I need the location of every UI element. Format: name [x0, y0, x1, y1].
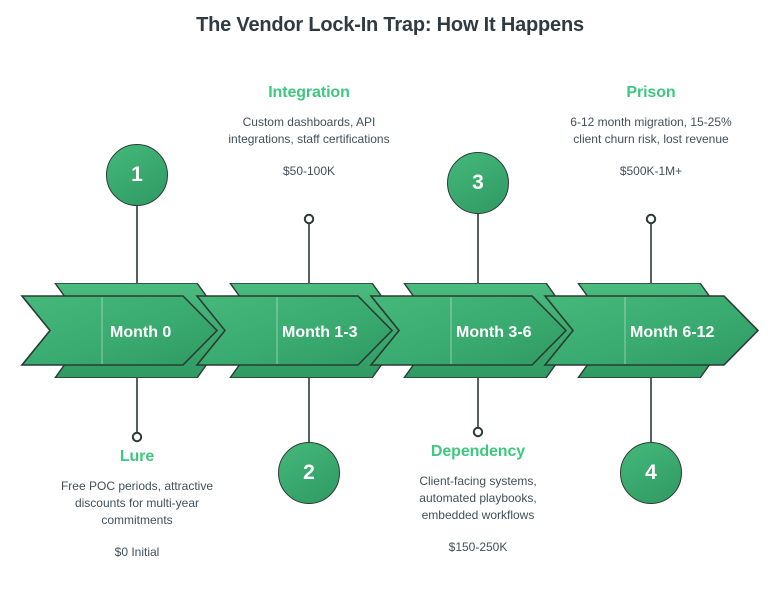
stage-block-integration[interactable]: Integration Custom dashboards, API integ…: [214, 84, 404, 178]
segment-label-2: Month 1-3: [282, 324, 358, 341]
timeline-node-4[interactable]: 4: [620, 442, 682, 504]
timeline-node-1[interactable]: 1: [106, 144, 168, 206]
segment-label-3: Month 3-6: [456, 324, 532, 341]
chevron-seams: [101, 297, 626, 364]
timeline-node-2[interactable]: 2: [278, 442, 340, 504]
stage-cost-dependency: $150-250K: [448, 540, 508, 554]
stage-description-prison: 6-12 month migration, 15-25% client chur…: [570, 115, 732, 146]
stage-cost-lure: $0 Initial: [114, 545, 160, 559]
stage-heading-integration: Integration: [268, 84, 350, 101]
page-title: The Vendor Lock-In Trap: How It Happens: [196, 14, 584, 36]
stage-description-integration: Custom dashboards, API integrations, sta…: [228, 115, 390, 146]
timeline-node-3[interactable]: 3: [447, 152, 509, 214]
stage-description-dependency: Client-facing systems, automated playboo…: [419, 474, 537, 522]
stage-description-lure: Free POC periods, attractive discounts f…: [60, 479, 214, 527]
stage-block-prison[interactable]: Prison 6-12 month migration, 15-25% clie…: [561, 84, 741, 178]
segment-label-1: Month 0: [110, 324, 171, 341]
stage-block-dependency[interactable]: Dependency Client-facing systems, automa…: [403, 443, 553, 554]
stage-block-lure[interactable]: Lure Free POC periods, attractive discou…: [42, 448, 232, 559]
stage-heading-lure: Lure: [119, 448, 155, 465]
stage-heading-dependency: Dependency: [430, 443, 526, 460]
stage-heading-prison: Prison: [626, 84, 676, 101]
stage-cost-prison: $500K-1M+: [619, 164, 683, 178]
chevron-front-layer: [20, 295, 760, 366]
timeline-chevron-band: Month 0 Month 1-3 Month 3-6 Month 6-12: [20, 283, 760, 378]
segment-label-4: Month 6-12: [630, 324, 715, 341]
stage-cost-integration: $50-100K: [282, 164, 336, 178]
